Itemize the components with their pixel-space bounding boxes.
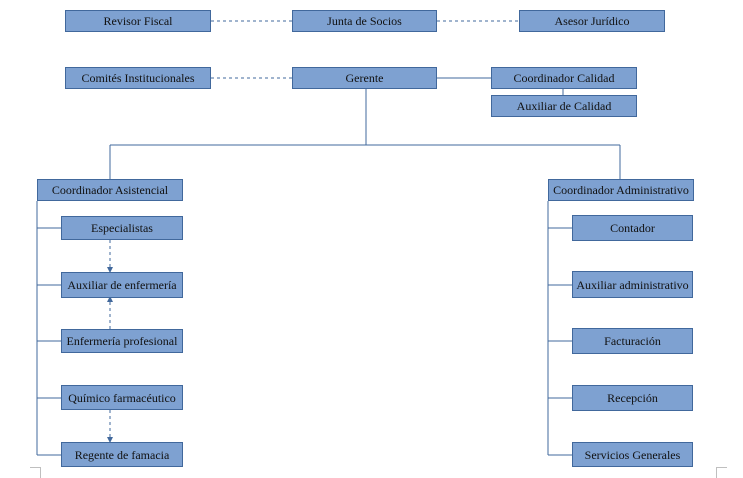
node-coordinador-calidad: Coordinador Calidad (491, 67, 637, 89)
node-servicios-generales: Servicios Generales (572, 442, 693, 467)
node-quimico-farmaceutico: Químico farmacéutico (61, 385, 183, 410)
page-corner-mark-left (30, 467, 41, 478)
node-coordinador-administrativo: Coordinador Administrativo (548, 179, 694, 201)
node-gerente: Gerente (292, 67, 437, 89)
node-enfermeria-profesional: Enfermería profesional (61, 329, 183, 353)
node-coordinador-asistencial: Coordinador Asistencial (37, 179, 183, 201)
node-revisor-fiscal: Revisor Fiscal (65, 10, 211, 32)
page-corner-mark-right (716, 467, 727, 478)
node-facturacion: Facturación (572, 328, 693, 354)
node-especialistas: Especialistas (61, 216, 183, 240)
node-junta-de-socios: Junta de Socios (292, 10, 437, 32)
node-asesor-juridico: Asesor Jurídico (519, 10, 665, 32)
node-regente-de-famacia: Regente de famacia (61, 442, 183, 467)
node-contador: Contador (572, 215, 693, 241)
node-recepcion: Recepción (572, 385, 693, 411)
node-auxiliar-de-calidad: Auxiliar de Calidad (491, 95, 637, 117)
node-auxiliar-de-enfermeria: Auxiliar de enfermería (61, 272, 183, 298)
node-auxiliar-administrativo: Auxiliar administrativo (572, 271, 693, 298)
node-comites-institucionales: Comités Institucionales (65, 67, 211, 89)
